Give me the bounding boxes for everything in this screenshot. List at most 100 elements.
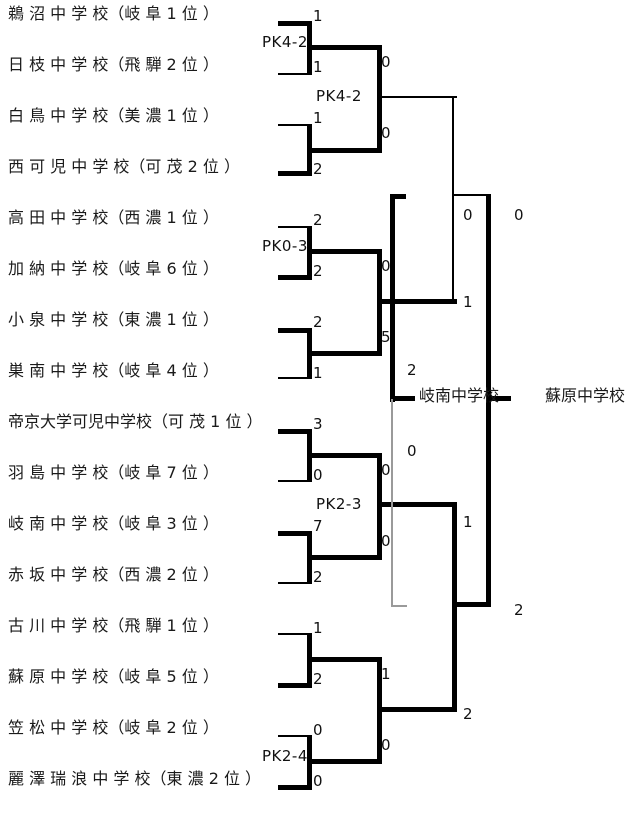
pk-result-label: PK0-3 [262, 237, 308, 255]
team-row: 白 鳥 中 学 校（美 濃 1 位 ） [8, 105, 280, 127]
r1-out-p1 [307, 45, 382, 50]
third-vert-upper [390, 194, 395, 402]
pk-result-label: PK4-2 [316, 87, 362, 105]
r1-line-t6 [278, 275, 312, 280]
third-vert-lower [391, 399, 393, 607]
semifinal-score: 1 [463, 513, 473, 531]
team-score: 3 [313, 415, 323, 433]
sf-out-upper [452, 194, 490, 196]
r1-line-t11 [278, 531, 312, 536]
team-row: 加 納 中 学 校（岐 阜 6 位 ） [8, 258, 280, 280]
team-score: 1 [313, 58, 323, 76]
third-place-score: 0 [407, 442, 417, 460]
team-name: 白 鳥 中 学 校（美 濃 1 位 ） [8, 106, 219, 125]
pk-result-label: PK4-2 [262, 33, 308, 51]
r1-line-t10 [278, 480, 312, 482]
team-row: 古 川 中 学 校（飛 騨 1 位 ） [8, 615, 280, 637]
semifinal-score: 0 [463, 206, 473, 224]
r1-out-p7 [307, 657, 382, 662]
final-out-champion [486, 396, 511, 401]
r1-line-t8 [278, 377, 312, 379]
r2-out-u2 [377, 299, 457, 304]
pk-result-label: PK2-3 [316, 495, 362, 513]
r2-out-u1 [377, 96, 457, 98]
r2-out-l1 [377, 502, 457, 507]
r2-out-l2 [377, 707, 457, 712]
team-name: 笠 松 中 学 校（岐 阜 2 位 ） [8, 718, 219, 737]
team-score: 2 [313, 568, 323, 586]
round2-score: 5 [381, 328, 391, 346]
pk-result-label: PK2-4 [262, 747, 308, 765]
round2-score: 0 [381, 257, 391, 275]
team-row: 麗 澤 瑞 浪 中 学 校（東 濃 2 位 ） [8, 768, 280, 790]
r1-out-p2 [307, 148, 382, 153]
round2-score: 0 [381, 53, 391, 71]
r1-line-t9 [278, 429, 312, 434]
team-row: 岐 南 中 学 校（岐 阜 3 位 ） [8, 513, 280, 535]
r1-line-t5 [278, 226, 312, 228]
round2-score: 0 [381, 532, 391, 550]
r1-out-p6 [307, 555, 382, 560]
third-tick-top [390, 194, 406, 199]
round2-score: 0 [381, 461, 391, 479]
sf-out-lower [452, 602, 490, 607]
r1-line-t2 [278, 73, 312, 75]
r1-out-p8 [307, 759, 382, 764]
third-place-name: 岐南中学校 [419, 386, 500, 405]
team-row: 羽 島 中 学 校（岐 阜 7 位 ） [8, 462, 280, 484]
team-row: 蘇 原 中 学 校（岐 阜 5 位 ） [8, 666, 280, 688]
sf-vert-upper [452, 96, 454, 304]
sf-vert-lower [452, 502, 457, 712]
team-name: 高 田 中 学 校（西 濃 1 位 ） [8, 208, 219, 227]
r1-line-t3 [278, 124, 312, 126]
team-score: 2 [313, 211, 323, 229]
team-name: 帝京大学可児中学校（可 茂 1 位 ） [8, 412, 263, 431]
final-score: 0 [514, 206, 524, 224]
team-row: 高 田 中 学 校（西 濃 1 位 ） [8, 207, 280, 229]
champion-name: 蘇原中学校 [545, 386, 626, 405]
r1-out-p4 [307, 351, 382, 356]
team-row: 小 泉 中 学 校（東 濃 1 位 ） [8, 309, 280, 331]
third-tick-bottom [391, 605, 407, 607]
team-score: 2 [313, 313, 323, 331]
team-name: 巣 南 中 学 校（岐 阜 4 位 ） [8, 361, 219, 380]
round2-score: 0 [381, 736, 391, 754]
team-score: 2 [313, 160, 323, 178]
r2-vert-u1 [377, 45, 382, 153]
team-name: 蘇 原 中 学 校（岐 阜 5 位 ） [8, 667, 219, 686]
semifinal-score: 1 [463, 293, 473, 311]
team-score: 1 [313, 364, 323, 382]
team-name: 鵜 沼 中 学 校（岐 阜 1 位 ） [8, 4, 219, 23]
team-score: 0 [313, 772, 323, 790]
team-score: 2 [313, 670, 323, 688]
team-name: 岐 南 中 学 校（岐 阜 3 位 ） [8, 514, 219, 533]
r1-line-t16 [278, 785, 312, 790]
team-row: 西 可 児 中 学 校（可 茂 2 位 ） [8, 156, 280, 178]
r1-line-t15 [278, 735, 312, 737]
r1-line-t13 [278, 633, 312, 635]
r1-out-p3 [307, 249, 382, 254]
r1-out-p5 [307, 453, 382, 458]
team-row: 帝京大学可児中学校（可 茂 1 位 ） [8, 411, 280, 433]
team-score: 0 [313, 466, 323, 484]
team-row: 笠 松 中 学 校（岐 阜 2 位 ） [8, 717, 280, 739]
team-score: 1 [313, 109, 323, 127]
r1-line-t1 [278, 21, 312, 26]
r1-line-t7 [278, 328, 312, 333]
round2-score: 1 [381, 665, 391, 683]
third-place-score: 2 [407, 361, 417, 379]
team-score: 2 [313, 262, 323, 280]
final-score: 2 [514, 601, 524, 619]
team-row: 日 枝 中 学 校（飛 騨 2 位 ） [8, 54, 280, 76]
team-name: 西 可 児 中 学 校（可 茂 2 位 ） [8, 157, 240, 176]
team-row: 鵜 沼 中 学 校（岐 阜 1 位 ） [8, 3, 280, 25]
team-score: 0 [313, 721, 323, 739]
team-name: 麗 澤 瑞 浪 中 学 校（東 濃 2 位 ） [8, 769, 262, 788]
team-name: 小 泉 中 学 校（東 濃 1 位 ） [8, 310, 219, 329]
r1-line-t12 [278, 582, 312, 584]
team-name: 羽 島 中 学 校（岐 阜 7 位 ） [8, 463, 219, 482]
team-score: 7 [313, 517, 323, 535]
r1-line-t14 [278, 683, 312, 688]
team-score: 1 [313, 7, 323, 25]
